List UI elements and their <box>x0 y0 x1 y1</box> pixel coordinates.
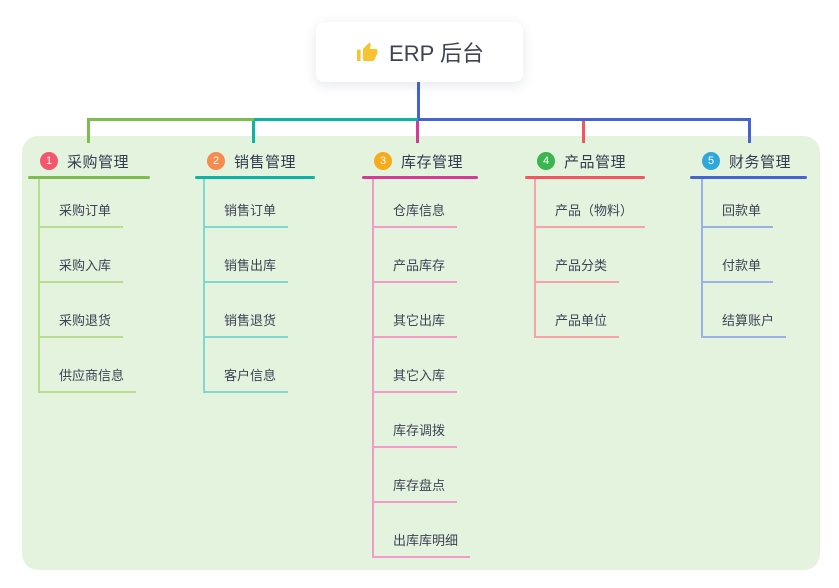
branch-number-badge: 2 <box>207 152 225 170</box>
child-node[interactable]: 供应商信息 <box>40 338 137 393</box>
child-node[interactable]: 回款单 <box>703 179 774 228</box>
branch-inventory-management: 3 库存管理 仓库信息 产品库存 其它出库 其它入库 库存调拨 库存盘点 出库库… <box>362 149 478 558</box>
child-node[interactable]: 仓库信息 <box>374 179 458 228</box>
branch-title: 库存管理 <box>401 153 464 171</box>
root-node[interactable]: ERP 后台 <box>316 22 523 82</box>
child-node[interactable]: 结算账户 <box>703 283 787 338</box>
branch-number-badge: 3 <box>374 152 392 170</box>
child-node[interactable]: 客户信息 <box>205 338 289 393</box>
child-node[interactable]: 库存盘点 <box>374 448 458 503</box>
branch-header[interactable]: 4 产品管理 <box>525 149 645 173</box>
connector-segment-green <box>87 118 254 121</box>
child-node[interactable]: 销售退货 <box>205 283 289 338</box>
branch-header[interactable]: 5 财务管理 <box>690 149 807 173</box>
branch-title: 财务管理 <box>729 153 792 171</box>
branch-number-badge: 4 <box>537 152 555 170</box>
child-node[interactable]: 其它出库 <box>374 283 458 338</box>
child-node[interactable]: 采购退货 <box>40 283 124 338</box>
branch-title: 销售管理 <box>234 153 297 171</box>
child-node[interactable]: 库存调拨 <box>374 393 458 448</box>
child-node[interactable]: 产品库存 <box>374 228 458 283</box>
branch-header[interactable]: 2 销售管理 <box>195 149 315 173</box>
connector-drop-branch-1 <box>87 121 90 143</box>
branch-children: 回款单 付款单 结算账户 <box>701 179 787 338</box>
branch-number-badge: 1 <box>40 152 58 170</box>
branch-product-management: 4 产品管理 产品（物料） 产品分类 产品单位 <box>525 149 646 338</box>
branch-underline <box>525 176 645 179</box>
connector-drop-branch-2 <box>252 121 255 143</box>
branch-title: 产品管理 <box>564 153 627 171</box>
branch-finance-management: 5 财务管理 回款单 付款单 结算账户 <box>690 149 807 338</box>
branch-underline <box>362 176 478 179</box>
branch-title: 采购管理 <box>67 153 130 171</box>
root-connector-line <box>417 82 420 118</box>
child-node[interactable]: 其它入库 <box>374 338 458 393</box>
branch-children: 销售订单 销售出库 销售退货 客户信息 <box>203 179 289 393</box>
child-node[interactable]: 出库库明细 <box>374 503 471 558</box>
branch-children: 产品（物料） 产品分类 产品单位 <box>534 179 646 338</box>
child-node[interactable]: 产品分类 <box>536 228 620 283</box>
branch-header[interactable]: 3 库存管理 <box>362 149 478 173</box>
child-node[interactable]: 销售出库 <box>205 228 289 283</box>
branch-children: 采购订单 采购入库 采购退货 供应商信息 <box>38 179 137 393</box>
branch-underline <box>195 176 315 179</box>
branch-sales-management: 2 销售管理 销售订单 销售出库 销售退货 客户信息 <box>195 149 315 393</box>
connector-drop-branch-4 <box>582 121 585 143</box>
branches-background-panel <box>22 136 820 570</box>
connector-drop-branch-5 <box>748 121 751 143</box>
branch-number-badge: 5 <box>702 152 720 170</box>
connector-segment-teal <box>254 118 418 121</box>
branch-purchase-management: 1 采购管理 采购订单 采购入库 采购退货 供应商信息 <box>28 149 150 393</box>
child-node[interactable]: 采购入库 <box>40 228 124 283</box>
child-node[interactable]: 付款单 <box>703 228 774 283</box>
child-node[interactable]: 采购订单 <box>40 179 124 228</box>
thumbs-up-icon <box>355 40 379 64</box>
child-node[interactable]: 销售订单 <box>205 179 289 228</box>
child-node[interactable]: 产品单位 <box>536 283 620 338</box>
branch-header[interactable]: 1 采购管理 <box>28 149 150 173</box>
branch-underline <box>28 176 150 179</box>
branch-children: 仓库信息 产品库存 其它出库 其它入库 库存调拨 库存盘点 出库库明细 <box>372 179 471 558</box>
connector-segment-blue <box>418 118 751 121</box>
connector-drop-branch-3 <box>416 121 419 143</box>
child-node[interactable]: 产品（物料） <box>536 179 646 228</box>
branch-underline <box>690 176 807 179</box>
root-title: ERP 后台 <box>389 41 484 66</box>
